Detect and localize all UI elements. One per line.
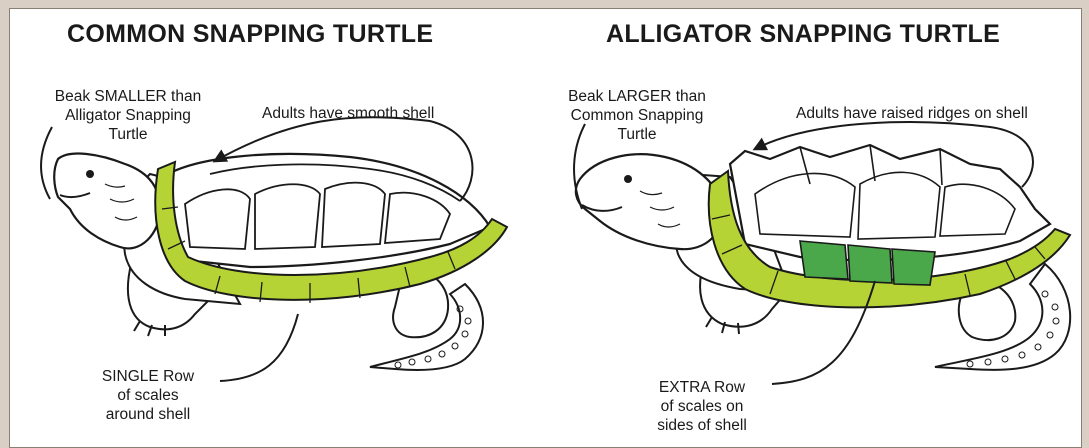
alligator-turtle-head [576, 154, 722, 249]
common-beak-label: Beak SMALLER than Alligator Snapping Tur… [33, 87, 223, 144]
alligator-shell-label: Adults have raised ridges on shell [796, 104, 1028, 123]
common-scales-label: SINGLE Row of scales around shell [78, 367, 218, 424]
common-snapping-turtle-drawing [41, 117, 507, 381]
alligator-snapping-turtle-drawing [574, 122, 1070, 384]
alligator-scales-label: EXTRA Row of scales on sides of shell [632, 378, 772, 435]
diagram-frame: COMMON SNAPPING TURTLE ALLIGATOR SNAPPIN… [9, 8, 1082, 448]
common-scales-pointer [220, 314, 298, 381]
common-turtle-carapace [160, 154, 490, 267]
common-turtle-head [54, 154, 160, 249]
alligator-turtle-carapace [730, 145, 1050, 260]
alligator-beak-label: Beak LARGER than Common Snapping Turtle [542, 87, 732, 144]
common-shell-label: Adults have smooth shell [262, 104, 434, 123]
